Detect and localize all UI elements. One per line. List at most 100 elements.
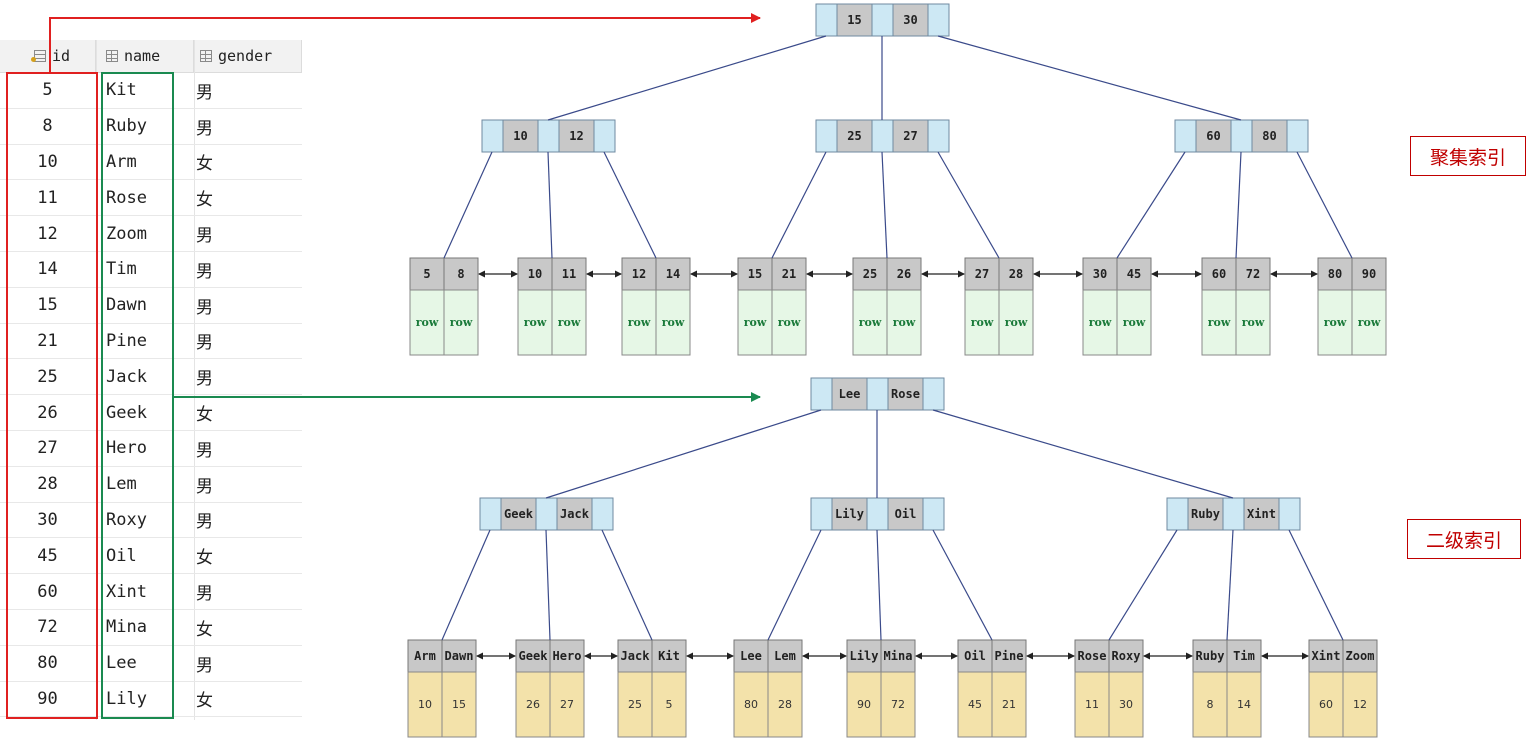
tree-edge — [932, 409, 1234, 499]
leaf-key-label: 26 — [897, 267, 911, 281]
node-pointer-cell — [871, 3, 894, 37]
leaf-payload-cell — [549, 671, 585, 738]
leaf-key-cell — [549, 639, 585, 673]
leaf-payload-cell — [409, 289, 445, 356]
cell-id: 26 — [37, 402, 58, 423]
leaf-key-label: 8 — [457, 267, 464, 281]
leaf-key-cell — [957, 639, 993, 673]
cell-name: Geek — [106, 402, 147, 423]
cell-gender: 男 — [196, 369, 213, 390]
node-pointer-cell — [1174, 119, 1197, 153]
leaf-key-cell — [1308, 639, 1344, 673]
cell-name: Roxy — [106, 509, 147, 530]
cell-id: 90 — [37, 688, 58, 709]
leaf-key-label: Dawn — [445, 649, 474, 663]
node-pointer-cell — [1222, 497, 1245, 531]
cell-gender: 男 — [196, 512, 213, 533]
leaf-key-label: Roxy — [1112, 649, 1141, 663]
tree-edge — [881, 151, 888, 259]
tree-edge — [441, 529, 491, 641]
cell-id: 27 — [37, 438, 58, 459]
leaf-key-label: 28 — [1009, 267, 1023, 281]
cell-id: 5 — [42, 80, 53, 101]
leaf-key-label: 12 — [632, 267, 646, 281]
leaf-payload-cell — [1201, 289, 1237, 356]
node-key-label: Xint — [1247, 507, 1276, 521]
clustered-internal-node: 25 27 — [815, 119, 950, 153]
leaf-key-label: 27 — [975, 267, 989, 281]
leaf-key-label: 14 — [666, 267, 680, 281]
leaf-payload-cell — [617, 671, 653, 738]
leaf-key-label: Lee — [740, 649, 762, 663]
column-icon — [106, 50, 118, 62]
leaf-key-label: 21 — [782, 267, 796, 281]
leaf-payload-cell — [1342, 671, 1378, 738]
node-key-cell — [556, 497, 593, 531]
node-key-cell — [836, 3, 873, 37]
leaf-payload-label: 45 — [968, 698, 982, 711]
node-key-cell — [502, 119, 539, 153]
cell-gender: 男 — [196, 440, 213, 461]
leaf-payload-label: row — [1208, 316, 1231, 329]
leaf-payload-label: 25 — [628, 698, 642, 711]
node-key-cell — [831, 377, 868, 411]
node-pointer-cell — [593, 119, 616, 153]
cell-name: Tim — [106, 259, 137, 280]
leaf-key-label: 60 — [1212, 267, 1226, 281]
cell-id: 60 — [37, 581, 58, 602]
node-key-label: 25 — [847, 129, 861, 143]
cell-gender: 女 — [196, 190, 213, 211]
cell-name: Arm — [106, 151, 137, 172]
leaf-payload-cell — [880, 671, 916, 738]
leaf-payload-label: row — [778, 316, 801, 329]
table-row[interactable]: 26 Geek 女 — [0, 395, 302, 431]
leaf-payload-label: row — [558, 316, 581, 329]
node-key-cell — [1251, 119, 1288, 153]
node-key-label: 27 — [903, 129, 917, 143]
tree-edge — [1288, 529, 1344, 641]
node-pointer-cell — [871, 119, 894, 153]
cell-name: Jack — [106, 366, 147, 387]
leaf-payload-label: row — [971, 316, 994, 329]
leaf-key-label: Tim — [1233, 649, 1255, 663]
leaf-payload-label: row — [416, 316, 439, 329]
node-key-cell — [887, 377, 924, 411]
cell-gender: 女 — [196, 405, 213, 426]
leaf-key-label: Mina — [884, 649, 913, 663]
tree-edge — [767, 529, 822, 641]
column-header-gender[interactable]: gender — [194, 40, 302, 73]
leaf-payload-cell — [441, 671, 477, 738]
leaf-key-cell — [621, 257, 657, 291]
cell-name: Lily — [106, 688, 147, 709]
cell-id: 11 — [37, 187, 58, 208]
tree-edge — [443, 151, 493, 259]
cell-name: Rose — [106, 187, 147, 208]
column-header-id[interactable]: id — [0, 40, 96, 73]
node-pointer-cell — [922, 497, 945, 531]
table-row[interactable]: 11 Rose 女 — [0, 180, 302, 217]
